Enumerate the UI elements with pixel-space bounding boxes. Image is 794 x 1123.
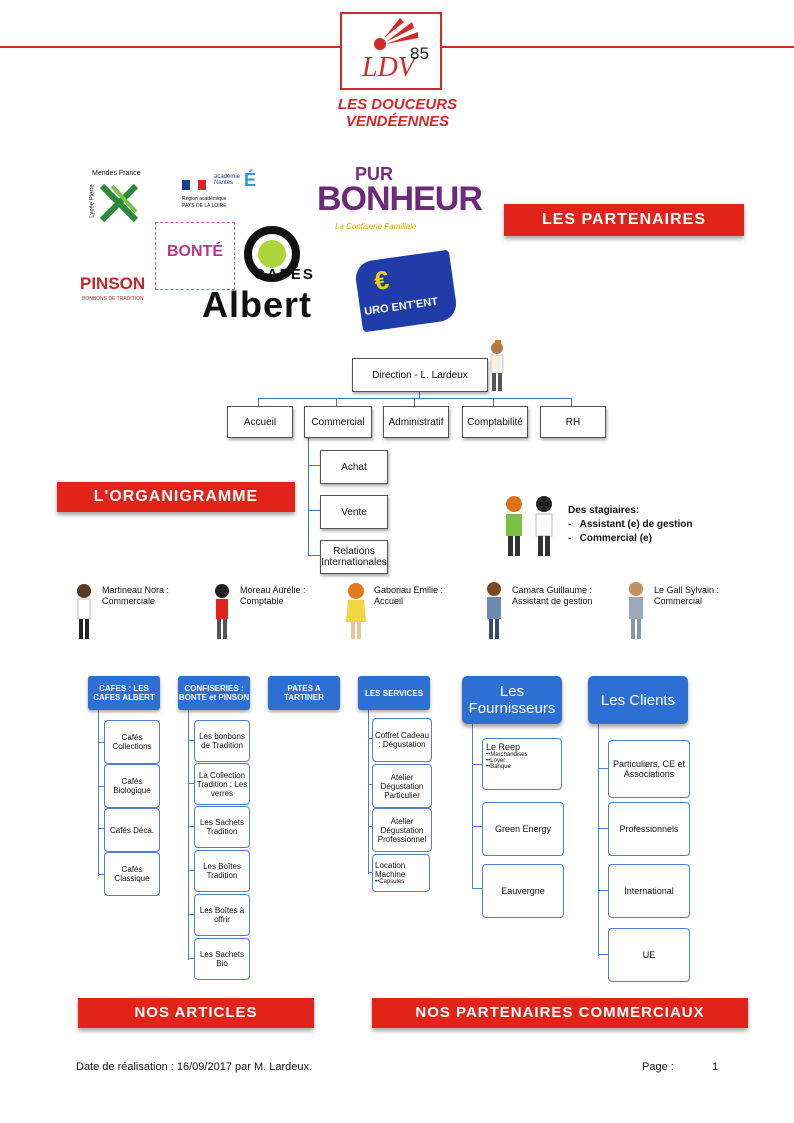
staff-role: Accueil <box>374 596 404 606</box>
staff-name: Martineau Nora : <box>102 585 170 595</box>
fournisseur-item: Green Energy <box>482 802 564 856</box>
staff-role: Commercial <box>654 596 703 606</box>
avatar-martineau <box>72 582 96 640</box>
org-dept-commercial: Commercial <box>304 406 372 438</box>
avatar-camara <box>482 580 506 640</box>
stagiaires-avatars <box>500 494 560 558</box>
article-cafe-item: Cafés Collections <box>104 720 160 764</box>
fournisseur-leep: Le Reep ••Marchandises ••Loyer ••Banque <box>482 738 562 790</box>
tagline: LES DOUCEURS VENDÉENNES <box>337 96 458 130</box>
article-confiserie-item: La Collection Tradition : Les verres <box>194 763 250 805</box>
client-item: Particuliers, CE et Associations <box>608 740 690 798</box>
org-dept-administratif: Administratif <box>383 406 449 438</box>
article-service-item: Atelier Dégustation Professionnel <box>372 808 432 852</box>
cafes-albert-logo: CAFÉS Albert <box>202 226 357 326</box>
avatar-moreau <box>210 582 234 640</box>
staff-name: Gaboriau Emilie : <box>374 585 444 595</box>
stagiaire-commercial: Commercial (e) <box>579 533 652 544</box>
org-sub-relations: Relations Internationales <box>320 540 388 574</box>
article-confiserie-item: Les Boîtes Tradition <box>194 850 250 892</box>
client-item: Professionnels <box>608 802 690 856</box>
director-avatar <box>487 340 507 392</box>
academie-logo: académie Nantes É Région académique PAYS… <box>182 170 257 209</box>
staff-role: Comptable <box>240 596 284 606</box>
articles-pates-header: PATES A TARTINER <box>268 676 340 710</box>
articles-services-header: LES SERVICES <box>358 676 430 710</box>
logo-number: 85 <box>410 44 429 63</box>
article-confiserie-item: Les Boîtes à offrir <box>194 894 250 936</box>
article-cafe-item: Cafés Classique <box>104 852 160 896</box>
fournisseurs-header: Les Fournisseurs <box>462 676 562 724</box>
org-sub-vente: Vente <box>320 495 388 529</box>
stagiaire-assistant: Assistant (e) de gestion <box>579 519 693 530</box>
org-direction: Direction - L. Lardeux <box>352 358 488 392</box>
avatar-gaboriau <box>344 582 368 640</box>
article-cafe-item: Cafés Biologique <box>104 764 160 808</box>
org-dept-comptabilite: Comptabilité <box>462 406 528 438</box>
logo-text: LDV <box>362 52 415 83</box>
articles-cafes-header: CAFES : LES CAFES ALBERT <box>88 676 160 710</box>
footer-page-label: Page : <box>642 1061 674 1073</box>
fournisseur-item: Eauvergne <box>482 864 564 918</box>
staff-role: Commerciale <box>102 596 156 606</box>
article-confiserie-item: Les bonbons de Tradition <box>194 720 250 762</box>
staff-name: Le Gall Sylvain : <box>654 585 720 595</box>
org-dept-accueil: Accueil <box>227 406 293 438</box>
ldv-logo <box>340 12 442 90</box>
article-service-item: Coffret Cadeau : Dégustation <box>372 718 432 762</box>
mendes-x-icon <box>99 183 139 223</box>
avatar-legall <box>624 580 648 640</box>
article-cafe-item: Cafés Déca. <box>104 808 160 852</box>
euro-entent-logo: € URO ENT'ENT <box>353 249 459 333</box>
logo-flower-icon <box>374 18 418 50</box>
org-sub-achat: Achat <box>320 450 388 484</box>
articles-confiseries-header: CONFISERIES : BONTE et PINSON <box>178 676 250 710</box>
bonte-logo: BONTÉ <box>155 222 235 290</box>
article-confiserie-item: Les Sachets Tradition <box>194 806 250 848</box>
footer-date: Date de réalisation : 16/09/2017 par M. … <box>76 1061 313 1073</box>
mendes-france-logo: Mendes France Lycée Pierre <box>86 170 146 225</box>
staff-name: Camara Guillaume : <box>512 585 593 595</box>
banner-articles: NOS ARTICLES <box>78 998 314 1028</box>
banner-partenaires: LES PARTENAIRES <box>504 204 744 236</box>
staff-name: Moreau Aurélie : <box>240 585 306 595</box>
footer-page-number: 1 <box>712 1061 719 1073</box>
client-item: International <box>608 864 690 918</box>
stagiaires-title: Des stagiaires: <box>568 505 640 516</box>
article-confiserie-item: Les Sachets Bio <box>194 938 250 980</box>
pur-bonheur-logo: PUR BONHEUR La Confiserie Familiale <box>317 164 483 231</box>
org-dept-rh: RH <box>540 406 606 438</box>
clients-header: Les Clients <box>588 676 688 724</box>
banner-organigramme: L'ORGANIGRAMME <box>57 482 295 512</box>
article-service-item: Atelier Dégustation Particulier <box>372 764 432 808</box>
article-service-location: Location Machine ••Capsules <box>372 854 430 892</box>
staff-role: Assistant de gestion <box>512 596 593 606</box>
pinson-logo: PINSON BONBONS DE TRADITION <box>80 274 146 302</box>
banner-partenaires-commerciaux: NOS PARTENAIRES COMMERCIAUX <box>372 998 748 1028</box>
stagiaires-block: Des stagiaires: - Assistant (e) de gesti… <box>568 505 693 544</box>
client-item: UE <box>608 928 690 982</box>
